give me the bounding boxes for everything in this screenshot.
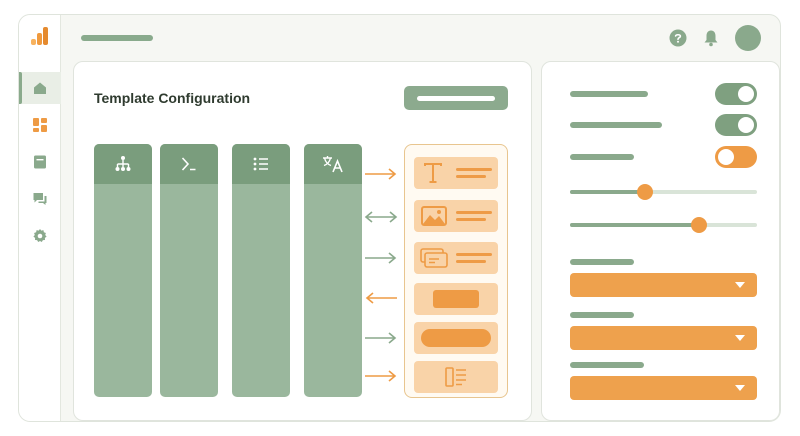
sidebar-item-messages[interactable] <box>19 183 61 215</box>
pill-shape <box>421 329 491 347</box>
chevron-down-icon <box>735 282 745 288</box>
header-title-placeholder <box>81 35 153 41</box>
toggle-switch-3[interactable] <box>715 146 757 168</box>
setting-label <box>570 122 662 128</box>
toggle-switch-1[interactable] <box>715 83 757 105</box>
sidebar-item-settings[interactable] <box>19 220 61 252</box>
text-icon <box>424 163 442 183</box>
translate-icon <box>323 156 343 173</box>
slider-1[interactable] <box>570 184 757 200</box>
setting-label <box>570 91 648 97</box>
select-label <box>570 259 634 265</box>
slider-thumb[interactable] <box>637 184 653 200</box>
arrow-both-icon <box>364 211 398 223</box>
select-dropdown-2[interactable] <box>570 326 757 350</box>
button-shape <box>433 290 479 308</box>
column-header <box>160 144 218 184</box>
sidebar-item-documents[interactable] <box>19 146 61 178</box>
slider-fill <box>570 223 699 227</box>
chevron-down-icon <box>735 385 745 391</box>
apply-button[interactable] <box>404 86 508 110</box>
toggle-switch-2[interactable] <box>715 114 757 136</box>
app-window: Template Configuration <box>18 14 781 422</box>
sidebar-item-dashboard[interactable] <box>19 109 61 141</box>
column-hierarchy[interactable] <box>94 144 152 397</box>
arrow-left-icon <box>365 292 397 304</box>
column-header <box>94 144 152 184</box>
widget-palette <box>404 144 508 398</box>
layout-icon <box>445 367 466 387</box>
card-widget[interactable] <box>414 242 498 274</box>
chat-icon <box>33 193 47 205</box>
column-header <box>232 144 290 184</box>
image-widget[interactable] <box>414 200 498 232</box>
dashboard-icon <box>33 118 47 132</box>
gear-icon <box>33 229 47 242</box>
chevron-down-icon <box>735 335 745 341</box>
top-header <box>61 15 780 59</box>
home-icon <box>34 82 46 94</box>
notifications-button[interactable] <box>702 29 720 47</box>
image-icon <box>421 206 447 226</box>
hierarchy-icon <box>115 156 131 171</box>
template-config-panel: Template Configuration <box>73 61 532 421</box>
sidebar <box>19 15 61 421</box>
column-sum[interactable] <box>160 144 218 397</box>
button-widget[interactable] <box>414 283 498 315</box>
column-list[interactable] <box>232 144 290 397</box>
app-logo <box>31 27 49 45</box>
arrow-right-icon <box>365 252 397 264</box>
pill-widget[interactable] <box>414 322 498 354</box>
column-translate[interactable] <box>304 144 362 397</box>
select-dropdown-1[interactable] <box>570 273 757 297</box>
text-widget[interactable] <box>414 157 498 189</box>
list-icon <box>253 157 268 171</box>
help-button[interactable] <box>669 29 687 47</box>
arrow-right-icon <box>365 168 397 180</box>
select-label <box>570 362 644 368</box>
panel-title: Template Configuration <box>94 90 251 106</box>
help-icon <box>669 29 687 47</box>
setting-label <box>570 154 634 160</box>
slider-2[interactable] <box>570 217 757 233</box>
select-dropdown-3[interactable] <box>570 376 757 400</box>
arrow-right-icon <box>365 332 397 344</box>
select-label <box>570 312 634 318</box>
bell-icon <box>704 30 718 47</box>
card-icon <box>420 248 448 268</box>
column-header <box>304 144 362 184</box>
settings-panel <box>541 61 780 421</box>
avatar[interactable] <box>735 25 761 51</box>
layout-widget[interactable] <box>414 361 498 393</box>
sum-icon <box>181 157 196 171</box>
arrow-right-icon <box>365 370 397 382</box>
document-icon <box>34 155 46 169</box>
slider-thumb[interactable] <box>691 217 707 233</box>
sidebar-item-home[interactable] <box>19 72 61 104</box>
slider-fill <box>570 190 645 194</box>
